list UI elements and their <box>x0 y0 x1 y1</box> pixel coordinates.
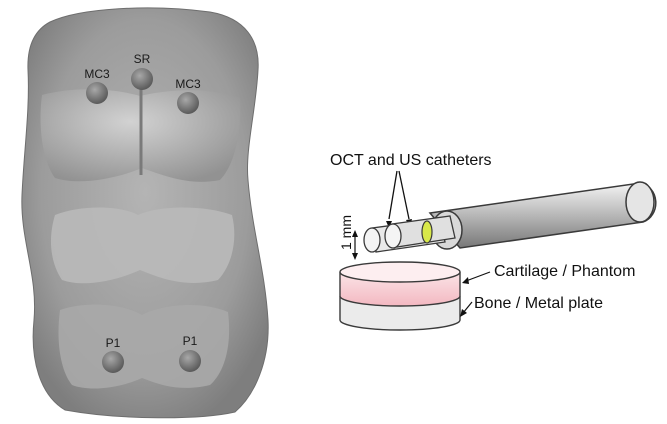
label-mc3-left: MC3 <box>84 67 110 81</box>
catheter-oct-tip <box>364 228 380 252</box>
joint-photo: MC3 SR MC3 P1 P1 <box>22 8 268 418</box>
label-sr: SR <box>134 52 151 66</box>
catheters-label: OCT and US catheters <box>330 152 492 169</box>
catheter-ring <box>422 221 432 243</box>
sheath-tube <box>430 183 656 248</box>
sheath-end <box>626 182 654 222</box>
marker-mc3-left <box>86 82 108 104</box>
lower-condyles <box>59 305 230 389</box>
marker-p1-right <box>179 350 201 372</box>
marker-mc3-right <box>177 92 199 114</box>
marker-p1-left <box>102 351 124 373</box>
cartilage-pointer <box>466 272 490 281</box>
bone-label: Bone / Metal plate <box>474 295 603 312</box>
scale-label: 1 mm <box>338 215 354 250</box>
cartilage-label: Cartilage / Phantom <box>494 263 635 280</box>
catheter-us-tip <box>385 224 401 248</box>
label-p1-left: P1 <box>106 336 121 350</box>
scale-arrow-bottom <box>352 253 358 260</box>
cartilage-top <box>340 262 460 282</box>
label-mc3-right: MC3 <box>175 77 201 91</box>
cartilage-pointer-head <box>462 277 469 284</box>
marker-sr <box>131 68 153 90</box>
catheter-arrow-right <box>399 171 409 219</box>
catheter-schematic: OCT and US catheters 1 mm Cartilage / Ph… <box>330 152 656 330</box>
catheter-arrow-left <box>389 171 397 219</box>
label-p1-right: P1 <box>183 334 198 348</box>
